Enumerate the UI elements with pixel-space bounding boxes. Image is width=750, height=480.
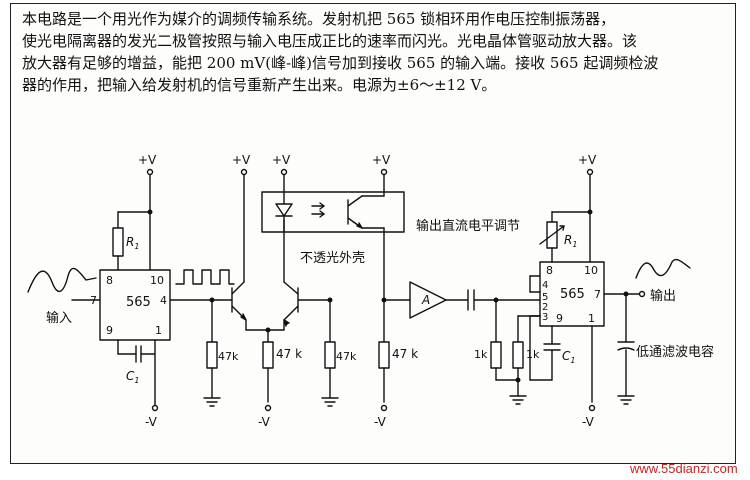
rx-pin-10: 10 [584, 264, 598, 277]
description-line-4: 器的作用，把输入给发射机的信号重新产生出来。电源为±6～±12 V。 [22, 76, 497, 94]
plus-v-label-1: +V [138, 153, 157, 167]
led-supply-terminal [280, 168, 288, 176]
input-waveform-icon [27, 267, 97, 293]
tx-minus-terminal [151, 404, 159, 412]
tx-pin-9: 9 [106, 324, 113, 337]
lowpass-cap-label: 低通滤波电容 [636, 344, 714, 360]
rx-minus-terminal [588, 404, 596, 412]
res-47k-photo-label: 47 k [392, 347, 418, 361]
output-label: 输出 [650, 288, 676, 304]
figure-frame [10, 3, 736, 464]
q1-supply-terminal [240, 168, 248, 176]
rx-pin-2: 2 [542, 302, 548, 313]
description-line-3: 放大器有足够的增益，能把 200 mV(峰-峰)信号加到接收 565 的输入端。… [22, 54, 659, 72]
tx-c1-label: C1 [126, 369, 139, 385]
minus-v-label-2: -V [258, 415, 271, 429]
square-wave-icon [175, 269, 235, 285]
rx-pin-5: 5 [542, 292, 548, 303]
tx-pin-1: 1 [155, 324, 162, 337]
res-47k-a [206, 341, 218, 369]
tx-pin-7: 7 [90, 294, 97, 307]
tx-pin-10: 10 [150, 274, 164, 287]
tx-supply-terminal [146, 168, 154, 176]
res-47k-photo [378, 341, 390, 369]
tx-pin-4: 4 [160, 294, 167, 307]
rx-pin-9: 9 [556, 312, 563, 325]
plus-v-label-4: +V [372, 153, 391, 167]
res-1k-a [490, 341, 502, 369]
plus-v-label-5: +V [578, 153, 597, 167]
description-paragraph: 本电路是一个用光作为媒介的调频传输系统。发射机把 565 锁相环用作电压控制振荡… [22, 8, 722, 96]
output-waveform-icon [635, 258, 691, 279]
res-47k-b [324, 341, 336, 369]
lowpass-cap-plate-b [617, 347, 635, 351]
res-1k-b [512, 341, 524, 369]
input-label: 输入 [46, 310, 72, 326]
rx-r1-label: R1 [564, 233, 577, 249]
res-47k-emitter [262, 341, 274, 369]
plus-v-label-2: +V [232, 153, 251, 167]
opaque-case-label: 不透光外壳 [300, 251, 365, 266]
led-icon [275, 203, 293, 217]
res-47k-b-label: 47k [336, 350, 357, 363]
rx-c1-label: C1 [562, 349, 575, 365]
amplifier-label: A [421, 293, 430, 307]
plus-v-label-3: +V [272, 153, 291, 167]
rx-pin-4: 4 [542, 280, 548, 291]
opto-isolator-case [261, 191, 405, 233]
tx-ic-name: 565 [126, 295, 151, 310]
tx-pin-8: 8 [106, 274, 113, 287]
res-47k-a-label: 47k [218, 350, 239, 363]
minus-v-label-1: -V [145, 415, 158, 429]
rx-pin-1: 1 [588, 312, 595, 325]
tx-565-ic [99, 269, 171, 341]
res-1k-b-label: 1k [526, 348, 540, 361]
output-terminal [638, 290, 646, 298]
rx-pin-3: 3 [542, 312, 548, 323]
minus-v-label-4: -V [582, 415, 595, 429]
res-47k-emitter-label: 47 k [276, 347, 302, 361]
emitter-minus-terminal [264, 404, 272, 412]
rx-pin-7: 7 [594, 288, 601, 301]
rx-supply-terminal [586, 168, 594, 176]
description-line-1: 本电路是一个用光作为媒介的调频传输系统。发射机把 565 锁相环用作电压控制振荡… [22, 10, 616, 28]
tx-r1-resistor [112, 227, 124, 257]
dc-level-adjust-label: 输出直流电平调节 [416, 218, 520, 234]
amplifier-a [409, 281, 447, 319]
photo-minus-terminal [380, 404, 388, 412]
tx-r1-label: R1 [126, 235, 139, 251]
watermark: www.55dianzi.com [629, 461, 738, 476]
description-line-2: 使光电隔离器的发光二极管按照与输入电压成正比的速率而闪光。光电晶体管驱动放大器。… [22, 32, 638, 50]
rx-pin-8: 8 [546, 264, 553, 277]
photo-supply-terminal [380, 168, 388, 176]
rx-ic-name: 565 [560, 287, 585, 302]
minus-v-label-3: -V [374, 415, 387, 429]
res-1k-a-label: 1k [474, 348, 488, 361]
